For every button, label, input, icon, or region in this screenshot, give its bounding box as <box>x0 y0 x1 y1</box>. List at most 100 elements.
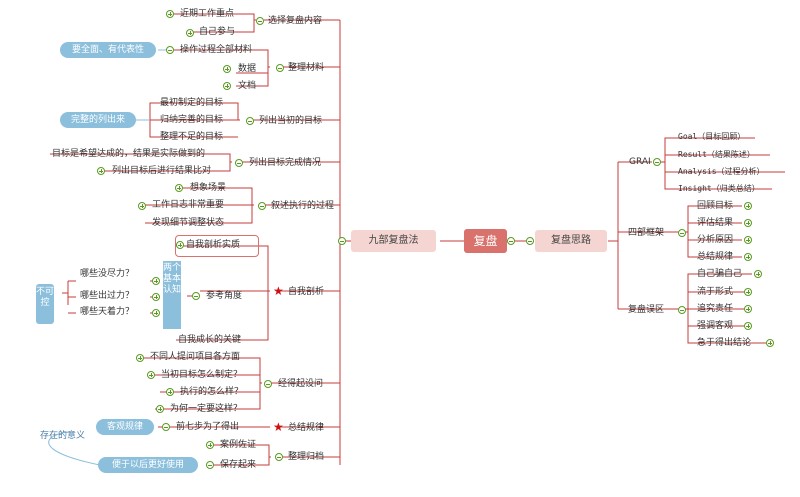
leaf-label: 想象场景 <box>190 183 227 193</box>
trap-item: 急于得出结论 <box>697 338 752 348</box>
branch-label: 整理归档 <box>288 452 325 462</box>
expand-icon[interactable] <box>744 219 752 227</box>
leaf-label: 操作过程全部材料 <box>180 45 253 55</box>
branch-label: 复盘误区 <box>628 305 665 315</box>
branch-label: 四部框架 <box>628 228 665 238</box>
highlight-box[interactable] <box>175 235 259 257</box>
leaf-label: 自己参与 <box>199 27 236 37</box>
expand-icon[interactable] <box>206 461 214 469</box>
leaf-label: 不同人提问项目各方面 <box>150 352 241 362</box>
expand-icon[interactable] <box>246 117 254 125</box>
leaf-label: 当初目标怎么制定？ <box>161 370 243 380</box>
trap-item: 强调客观 <box>697 321 734 331</box>
branch-label: 选择复盘内容 <box>268 16 323 26</box>
branch-label: 经得起设问 <box>278 379 324 389</box>
leaf-label: 最初制定的目标 <box>160 98 224 108</box>
expand-icon[interactable] <box>162 423 170 431</box>
framework-item: 分析原因 <box>697 235 734 245</box>
leaf-label: 参考角度 <box>206 291 243 301</box>
expand-icon[interactable] <box>206 441 214 449</box>
leaf-label: 前七步为了得出 <box>176 422 240 432</box>
note-bubble: 便于以后更好使用 <box>98 457 198 473</box>
expand-icon[interactable] <box>138 202 146 210</box>
expand-icon[interactable] <box>744 202 752 210</box>
branch-label: 叙述执行的过程 <box>271 201 335 211</box>
grai-item: Result（结果陈述） <box>678 150 755 159</box>
expand-icon[interactable] <box>744 288 752 296</box>
expand-icon[interactable] <box>678 306 686 314</box>
leaf-label: 案例佐证 <box>220 440 257 450</box>
expand-icon[interactable] <box>166 388 174 396</box>
expand-icon[interactable] <box>507 237 515 245</box>
note-bubble: 完整的列出来 <box>60 112 136 128</box>
framework-item: 总结规律 <box>697 252 734 262</box>
leaf-label: 数据 <box>238 64 257 74</box>
leaf-label: 归纳完善的目标 <box>160 115 224 125</box>
branch-label: GRAI <box>629 157 651 167</box>
expand-icon[interactable] <box>264 380 272 388</box>
leaf-label: 发现细节调整状态 <box>152 218 225 228</box>
leaf-label: 列出目标后进行结果比对 <box>112 166 212 176</box>
branch-label: 总结规律 <box>288 423 325 433</box>
expand-icon[interactable] <box>235 159 243 167</box>
expand-icon[interactable] <box>338 237 346 245</box>
expand-icon[interactable] <box>526 237 534 245</box>
note-bubble: 客观规律 <box>96 419 154 435</box>
leaf-label: 执行的怎么样？ <box>180 387 244 397</box>
question-label: 哪些没尽力？ <box>80 269 135 279</box>
expand-icon[interactable] <box>156 405 164 413</box>
grai-item: Goal（目标回顾） <box>678 132 746 141</box>
leaf-label: 目标是希望达成的，结果是实际做到的 <box>52 149 206 159</box>
branch-label: 列出当初的目标 <box>259 116 323 126</box>
expand-icon[interactable] <box>678 229 686 237</box>
expand-icon[interactable] <box>192 292 200 300</box>
expand-icon[interactable] <box>744 305 752 313</box>
expand-icon[interactable] <box>152 309 160 317</box>
leaf-label: 自我剖析实质 <box>186 240 241 250</box>
leaf-label: 自我成长的关键 <box>178 335 242 345</box>
leaf-label: 保存起来 <box>220 460 257 470</box>
center-node[interactable]: 复盘 <box>464 229 507 253</box>
leaf-label: 为何一定要这样？ <box>170 404 243 414</box>
leaf-label: 工作日志非常重要 <box>152 200 225 210</box>
grai-item: Insight（归类总结） <box>678 184 760 193</box>
expand-icon[interactable] <box>256 17 264 25</box>
expand-icon[interactable] <box>754 270 762 278</box>
leaf-label: 文档 <box>238 81 257 91</box>
grai-item: Analysis（过程分析） <box>678 167 765 176</box>
expand-icon[interactable] <box>166 46 174 54</box>
framework-item: 评估结果 <box>697 218 734 228</box>
expand-icon[interactable] <box>152 277 160 285</box>
expand-icon[interactable] <box>166 10 174 18</box>
expand-icon[interactable] <box>176 241 184 249</box>
branch-label: 整理材料 <box>288 63 325 73</box>
trap-item: 流于形式 <box>697 287 734 297</box>
star-icon: ★ <box>273 284 284 298</box>
expand-icon[interactable] <box>186 29 194 37</box>
expand-icon[interactable] <box>152 293 160 301</box>
question-label: 哪些天着力？ <box>80 307 135 317</box>
leaf-label: 整理不足的目标 <box>160 132 224 142</box>
expand-icon[interactable] <box>744 253 752 261</box>
expand-icon[interactable] <box>744 236 752 244</box>
expand-icon[interactable] <box>175 184 183 192</box>
leaf-label: 近期工作重点 <box>180 9 235 19</box>
main-node-review-thinking[interactable]: 复盘思路 <box>535 230 607 252</box>
expand-icon[interactable] <box>744 322 752 330</box>
expand-icon[interactable] <box>147 371 155 379</box>
expand-icon[interactable] <box>276 64 284 72</box>
expand-icon[interactable] <box>136 354 144 362</box>
note-bubble: 要全面、有代表性 <box>60 42 156 58</box>
expand-icon[interactable] <box>653 158 661 166</box>
expand-icon[interactable] <box>258 202 266 210</box>
framework-item: 回顾目标 <box>697 201 734 211</box>
expand-icon[interactable] <box>275 453 283 461</box>
expand-icon[interactable] <box>766 339 774 347</box>
branch-label: 自我剖析 <box>288 287 325 297</box>
meaning-label: 存在的意义 <box>40 431 86 441</box>
expand-icon[interactable] <box>97 167 105 175</box>
star-icon: ★ <box>273 420 284 434</box>
expand-icon[interactable] <box>223 82 231 90</box>
main-node-nine-step[interactable]: 九部复盘法 <box>351 230 436 252</box>
expand-icon[interactable] <box>223 65 231 73</box>
